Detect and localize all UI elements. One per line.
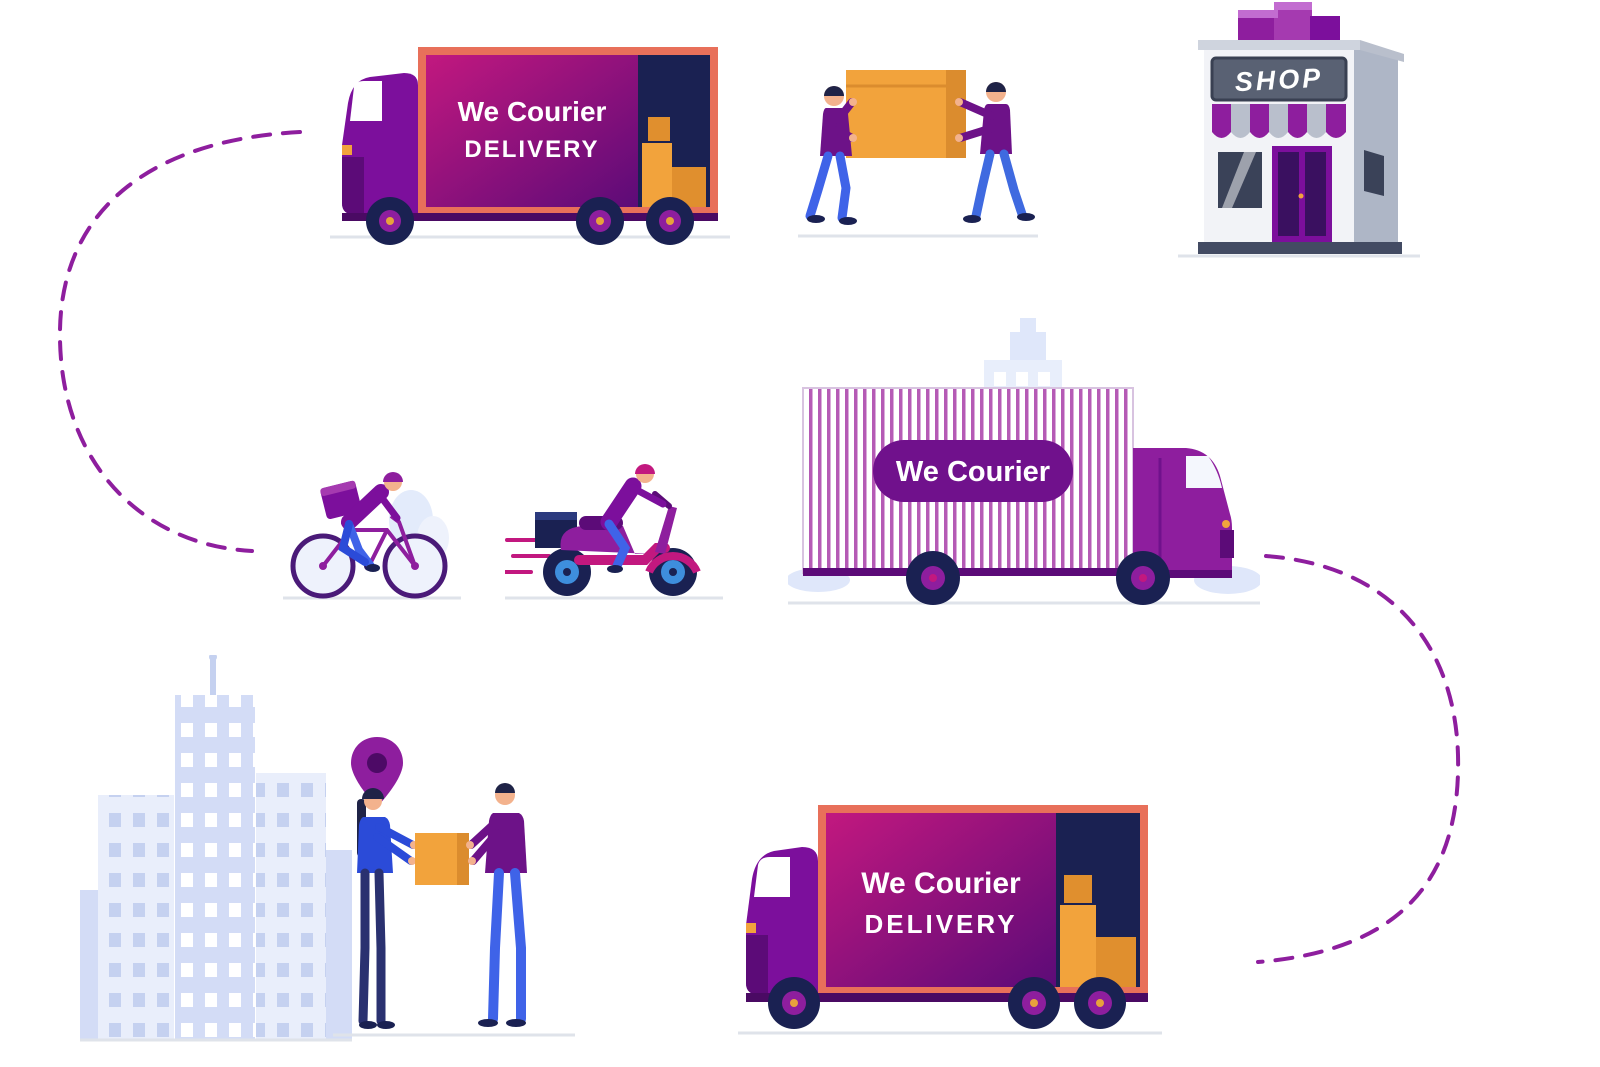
workers-carrying-box xyxy=(798,52,1038,247)
recipient-woman xyxy=(357,788,418,1029)
shop-building: SHOP xyxy=(1168,0,1430,262)
shop-sign-text: SHOP xyxy=(1234,63,1324,98)
route-path-left xyxy=(57,130,302,553)
package-handoff xyxy=(333,733,575,1043)
location-pin-icon xyxy=(351,737,403,807)
wheel xyxy=(906,551,960,605)
courier-man xyxy=(466,783,527,1027)
cab-window xyxy=(754,857,790,897)
shop-door xyxy=(1272,146,1332,242)
worker-left xyxy=(805,86,857,225)
wheel xyxy=(1074,977,1126,1029)
truck-brand-text: We Courier xyxy=(896,456,1050,488)
truck-cab xyxy=(1133,448,1234,578)
cargo-truck: We Courier xyxy=(788,318,1260,608)
truck-delivery-text: DELIVERY xyxy=(864,909,1017,939)
truck-body: We Courier DELIVERY xyxy=(818,805,1148,995)
cab-window xyxy=(350,81,382,121)
shop-base xyxy=(1198,242,1402,254)
truck-brand-text: We Courier xyxy=(861,867,1021,900)
brand-badge xyxy=(873,440,1073,502)
scooter-courier xyxy=(505,422,723,607)
speed-lines xyxy=(505,538,551,574)
city-skyline xyxy=(80,655,352,1043)
truck-cab xyxy=(342,73,418,215)
shop-window xyxy=(1218,152,1262,208)
wheel xyxy=(366,197,414,245)
handoff-box xyxy=(415,833,469,885)
rider xyxy=(600,464,667,573)
buildings xyxy=(80,655,352,1040)
wheel xyxy=(576,197,624,245)
bicycle-courier xyxy=(283,428,461,608)
wheel xyxy=(646,197,694,245)
truck-brand-text: We Courier xyxy=(458,96,607,127)
bicycle xyxy=(290,514,448,599)
wheel xyxy=(768,977,820,1029)
roof-boxes xyxy=(1238,2,1340,44)
side-window xyxy=(1364,150,1384,196)
awning xyxy=(1212,104,1346,138)
chassis xyxy=(342,213,718,221)
rider xyxy=(320,472,403,572)
truck-body: We Courier DELIVERY xyxy=(418,47,718,215)
shop-sign: SHOP xyxy=(1210,56,1348,102)
chassis xyxy=(746,993,1148,1002)
container: We Courier xyxy=(802,387,1134,576)
worker-right xyxy=(955,82,1035,223)
delivery-truck-arriving: We Courier DELIVERY xyxy=(738,795,1162,1043)
wheel xyxy=(1116,551,1170,605)
package-box xyxy=(846,70,966,158)
wheel xyxy=(1008,977,1060,1029)
delivery-truck-loaded: We Courier DELIVERY xyxy=(330,25,730,245)
route-path-right xyxy=(1256,554,1461,964)
cab-windshield xyxy=(1186,456,1222,488)
truck-cab xyxy=(746,847,818,995)
truck-delivery-text: DELIVERY xyxy=(464,136,599,163)
